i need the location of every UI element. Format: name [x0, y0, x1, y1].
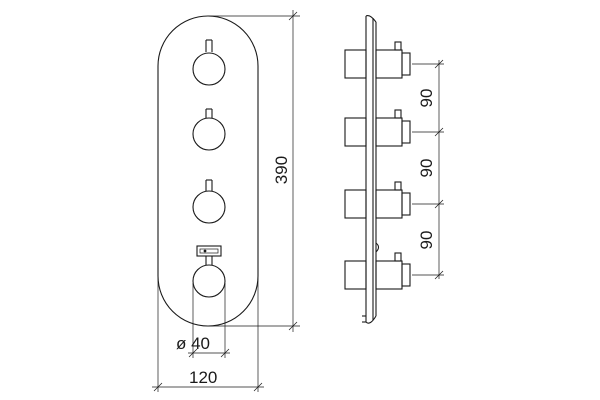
front-knob-3 [192, 179, 226, 224]
height-dimension: 390 [208, 10, 300, 332]
spacing-label-middle: 90 [417, 159, 436, 178]
front-knob-1 [192, 39, 226, 86]
side-knob-3 [344, 181, 411, 219]
front-knob-2 [192, 108, 226, 151]
diameter-dimension: ø 40 [176, 283, 230, 358]
height-label: 390 [272, 156, 291, 184]
diameter-label: ø 40 [176, 334, 210, 353]
width-dimension: 120 [152, 268, 264, 392]
width-label: 120 [189, 368, 217, 387]
side-knob-1 [344, 41, 411, 79]
spacing-label-top: 90 [417, 89, 436, 108]
side-view: 90 90 90 [344, 15, 444, 324]
front-view: ø 40 120 390 [152, 10, 300, 392]
spacing-dimension: 90 90 90 [412, 59, 444, 280]
front-knob-4 [192, 245, 226, 298]
lock-badge [196, 245, 222, 257]
side-knob-2 [344, 109, 411, 147]
side-knob-4 [344, 252, 411, 290]
spacing-label-bottom: 90 [417, 231, 436, 250]
